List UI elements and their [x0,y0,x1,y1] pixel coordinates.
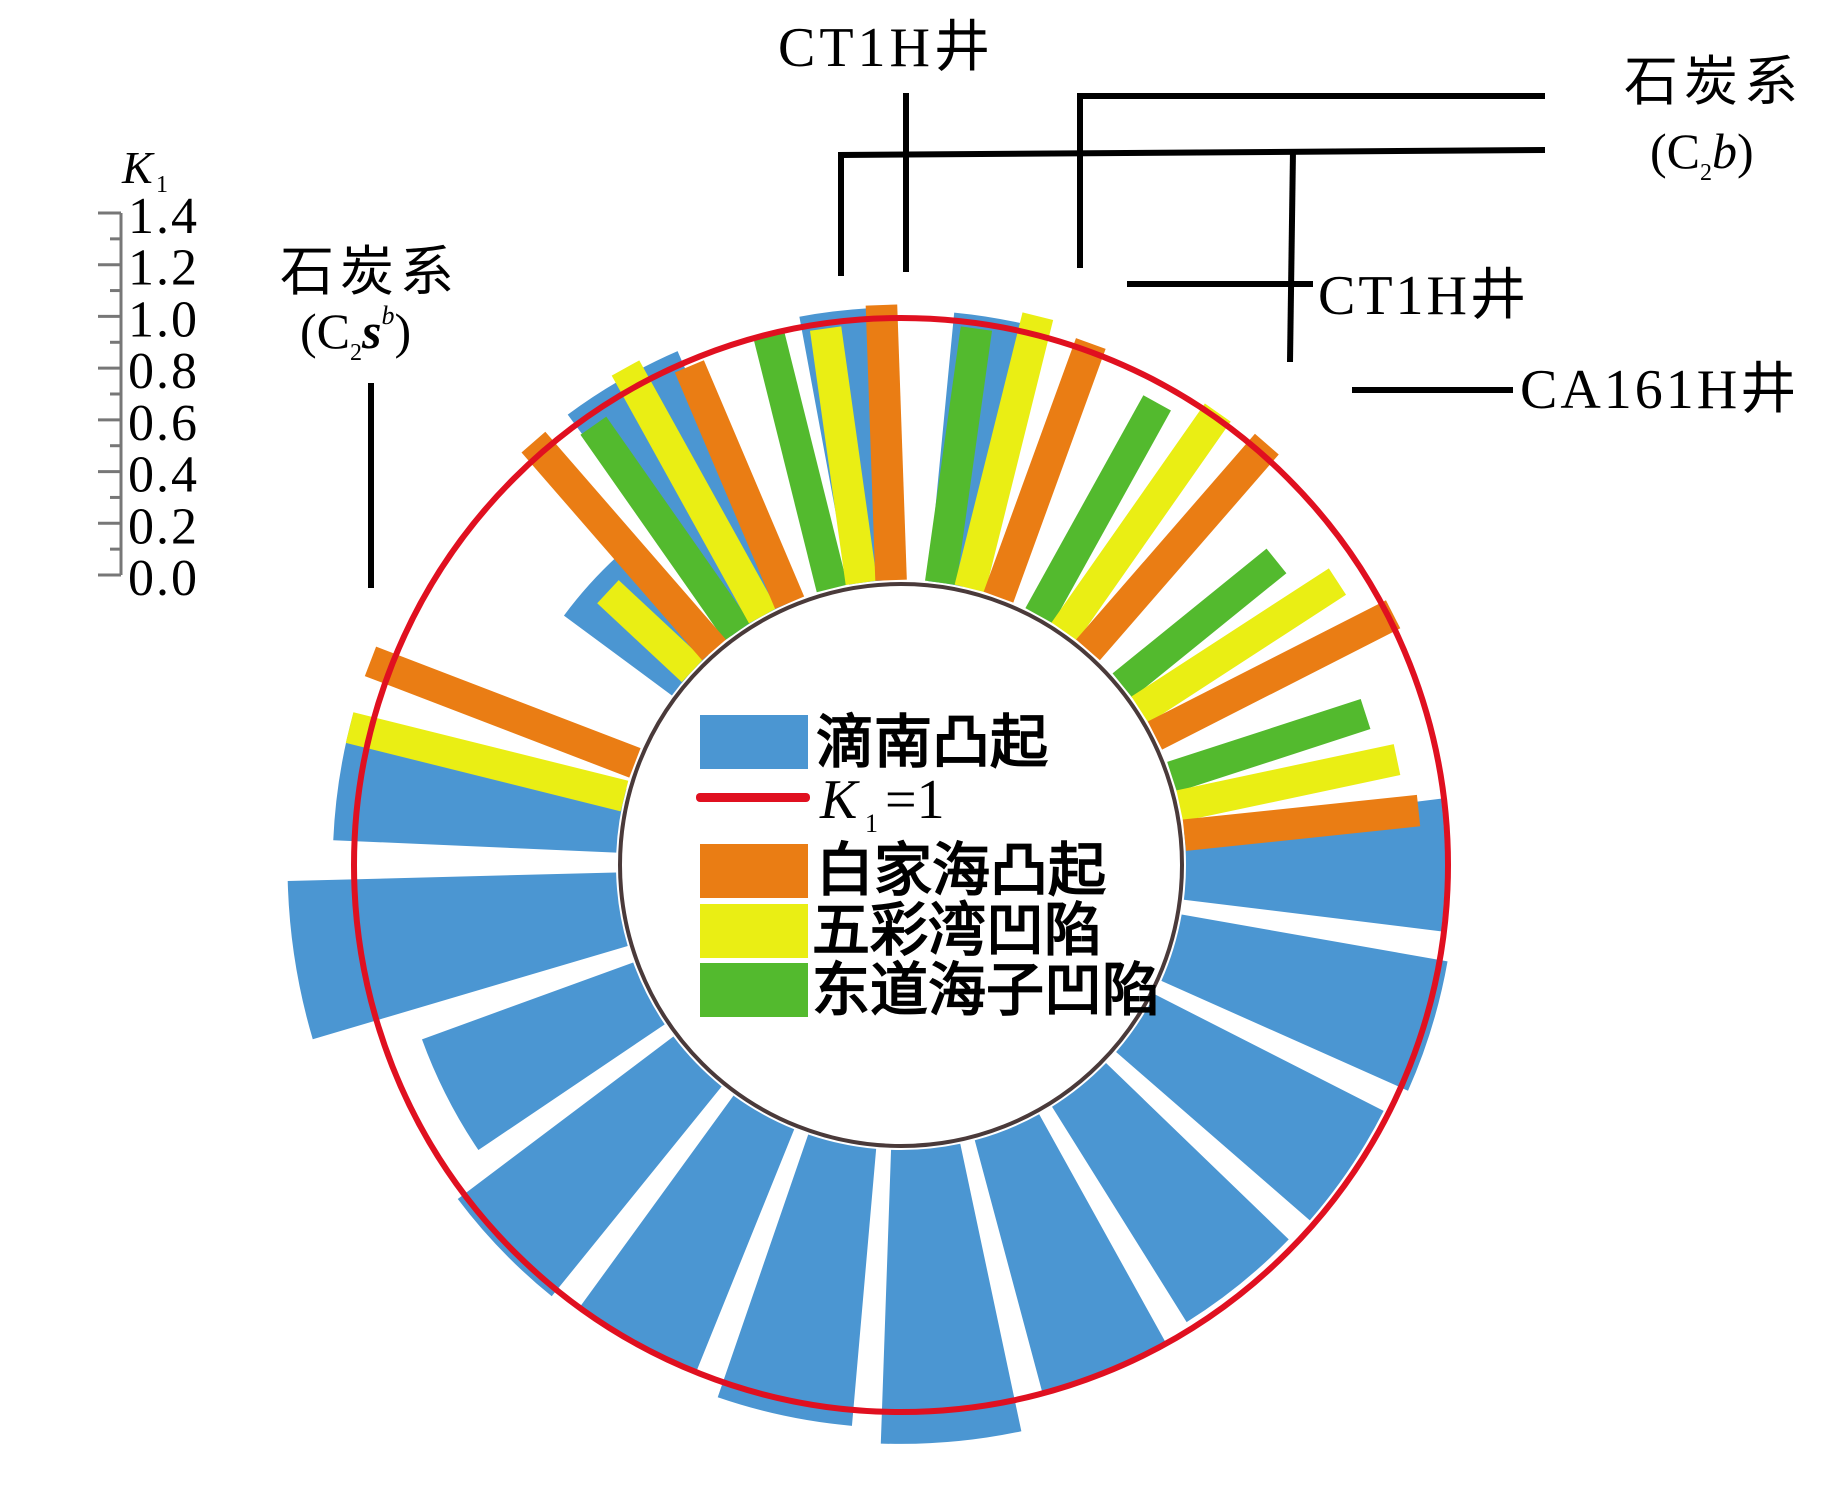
legend-label-dongdaohaizi: 东道海子凹陷 [812,956,1160,1024]
legend: 滴南凸起 K 1 =1 白家海凸起 五彩湾凹陷 东道海子凹陷 [696,708,1160,1024]
bar-baijiahai-2 [674,360,805,609]
legend-label-baijiahai: 白家海凸起 [816,836,1107,904]
axis-ticks: 1.41.21.00.80.60.40.20.0 [98,188,199,607]
bar-dongdaohaizi-3 [1025,395,1171,624]
bar-wucaiwan-4 [954,312,1054,593]
bar-dongdaohaizi-5 [1167,699,1371,792]
bar-baijiahai-3 [865,304,907,581]
bar-wucaiwan-6 [1131,568,1347,724]
bar-wucaiwan-7 [1176,744,1401,822]
bar-dinan-6 [717,1134,877,1426]
legend-swatch-wucaiwan [700,904,808,958]
k1-equals-1-reference-circle [351,315,1451,1415]
axis-tick-label: 1.4 [128,188,199,245]
bar-dinan-1 [1161,914,1448,1091]
bar-wucaiwan-5 [1051,403,1231,641]
leader-c2b-upper [1077,93,1545,268]
leader-c2b-lower-bar [838,147,1546,276]
bar-baijiahai-5 [1076,433,1279,661]
annotation-c2sb-formula: (C2sb) [300,301,411,366]
bar-dongdaohaizi-4 [1112,548,1287,698]
bar-dongdaohaizi-0 [580,416,751,641]
legend-swatch-ref-line [696,793,810,802]
legend-label-ref-sub: 1 [865,809,878,838]
axis-tick-label: 1.2 [128,240,199,297]
leader-c2b-vertical [1287,149,1296,363]
bar-dinan-7 [579,1095,795,1373]
bar-dinan-2 [1116,994,1384,1221]
axis-tick-label: 1.0 [128,291,199,348]
bar-dongdaohaizi-1 [753,330,848,593]
axis-label-subscript: 1 [156,172,168,198]
bar-dinan-9 [421,962,665,1151]
bar-baijiahai-0 [364,646,641,778]
legend-label-dinan: 滴南凸起 [816,708,1049,776]
annotation-c2b-formula: (C2b) [1650,123,1754,186]
bar-wucaiwan-2 [611,360,777,624]
bar-baijiahai-7 [1182,794,1421,851]
bar-dongdaohaizi-2 [925,326,993,585]
annotations: 石炭系 (C2sb) CT1H井 石炭系 (C2b) CT1H井 CA161H井 [280,17,1804,421]
bar-wucaiwan-3 [809,326,877,585]
bar-dinan-4 [974,1114,1167,1394]
annotation-leader-lines [368,93,1546,588]
legend-swatch-dinan [700,715,808,769]
annotation-c2b-title: 石炭系 [1624,50,1804,113]
bar-baijiahai-1 [521,431,726,661]
axis-label: K [121,142,155,193]
radial-axis-scale: K 1 1.41.21.00.80.60.40.20.0 [98,142,199,607]
axis-tick-label: 0.2 [128,498,199,555]
bars-layer [287,304,1448,1444]
axis-tick-label: 0.0 [128,550,199,607]
bar-dinan-8 [457,1036,722,1297]
bar-dinan-5 [880,1143,1022,1444]
annotation-c2sb-title: 石炭系 [280,240,460,303]
legend-label-wucaiwan: 五彩湾凹陷 [812,896,1102,964]
bar-baijiahai-4 [983,338,1106,603]
legend-label-ref-rest: =1 [885,769,945,831]
legend-swatch-dongdaohaizi [700,963,808,1017]
annotation-ct1h-top: CT1H井 [778,17,994,79]
legend-swatch-baijiahai [700,844,808,898]
bar-dinan-3 [1052,1062,1289,1323]
bar-baijiahai-6 [1147,600,1401,750]
axis-tick-label: 0.6 [128,395,199,452]
bar-wucaiwan-0 [345,712,629,812]
annotation-ct1h-right: CT1H井 [1318,265,1529,327]
annotation-ca161h: CA161H井 [1520,359,1799,421]
axis-tick-label: 0.4 [128,447,199,504]
bar-wucaiwan-1 [597,580,704,683]
legend-label-ref-k: K [819,769,860,831]
axis-tick-label: 0.8 [128,343,199,400]
